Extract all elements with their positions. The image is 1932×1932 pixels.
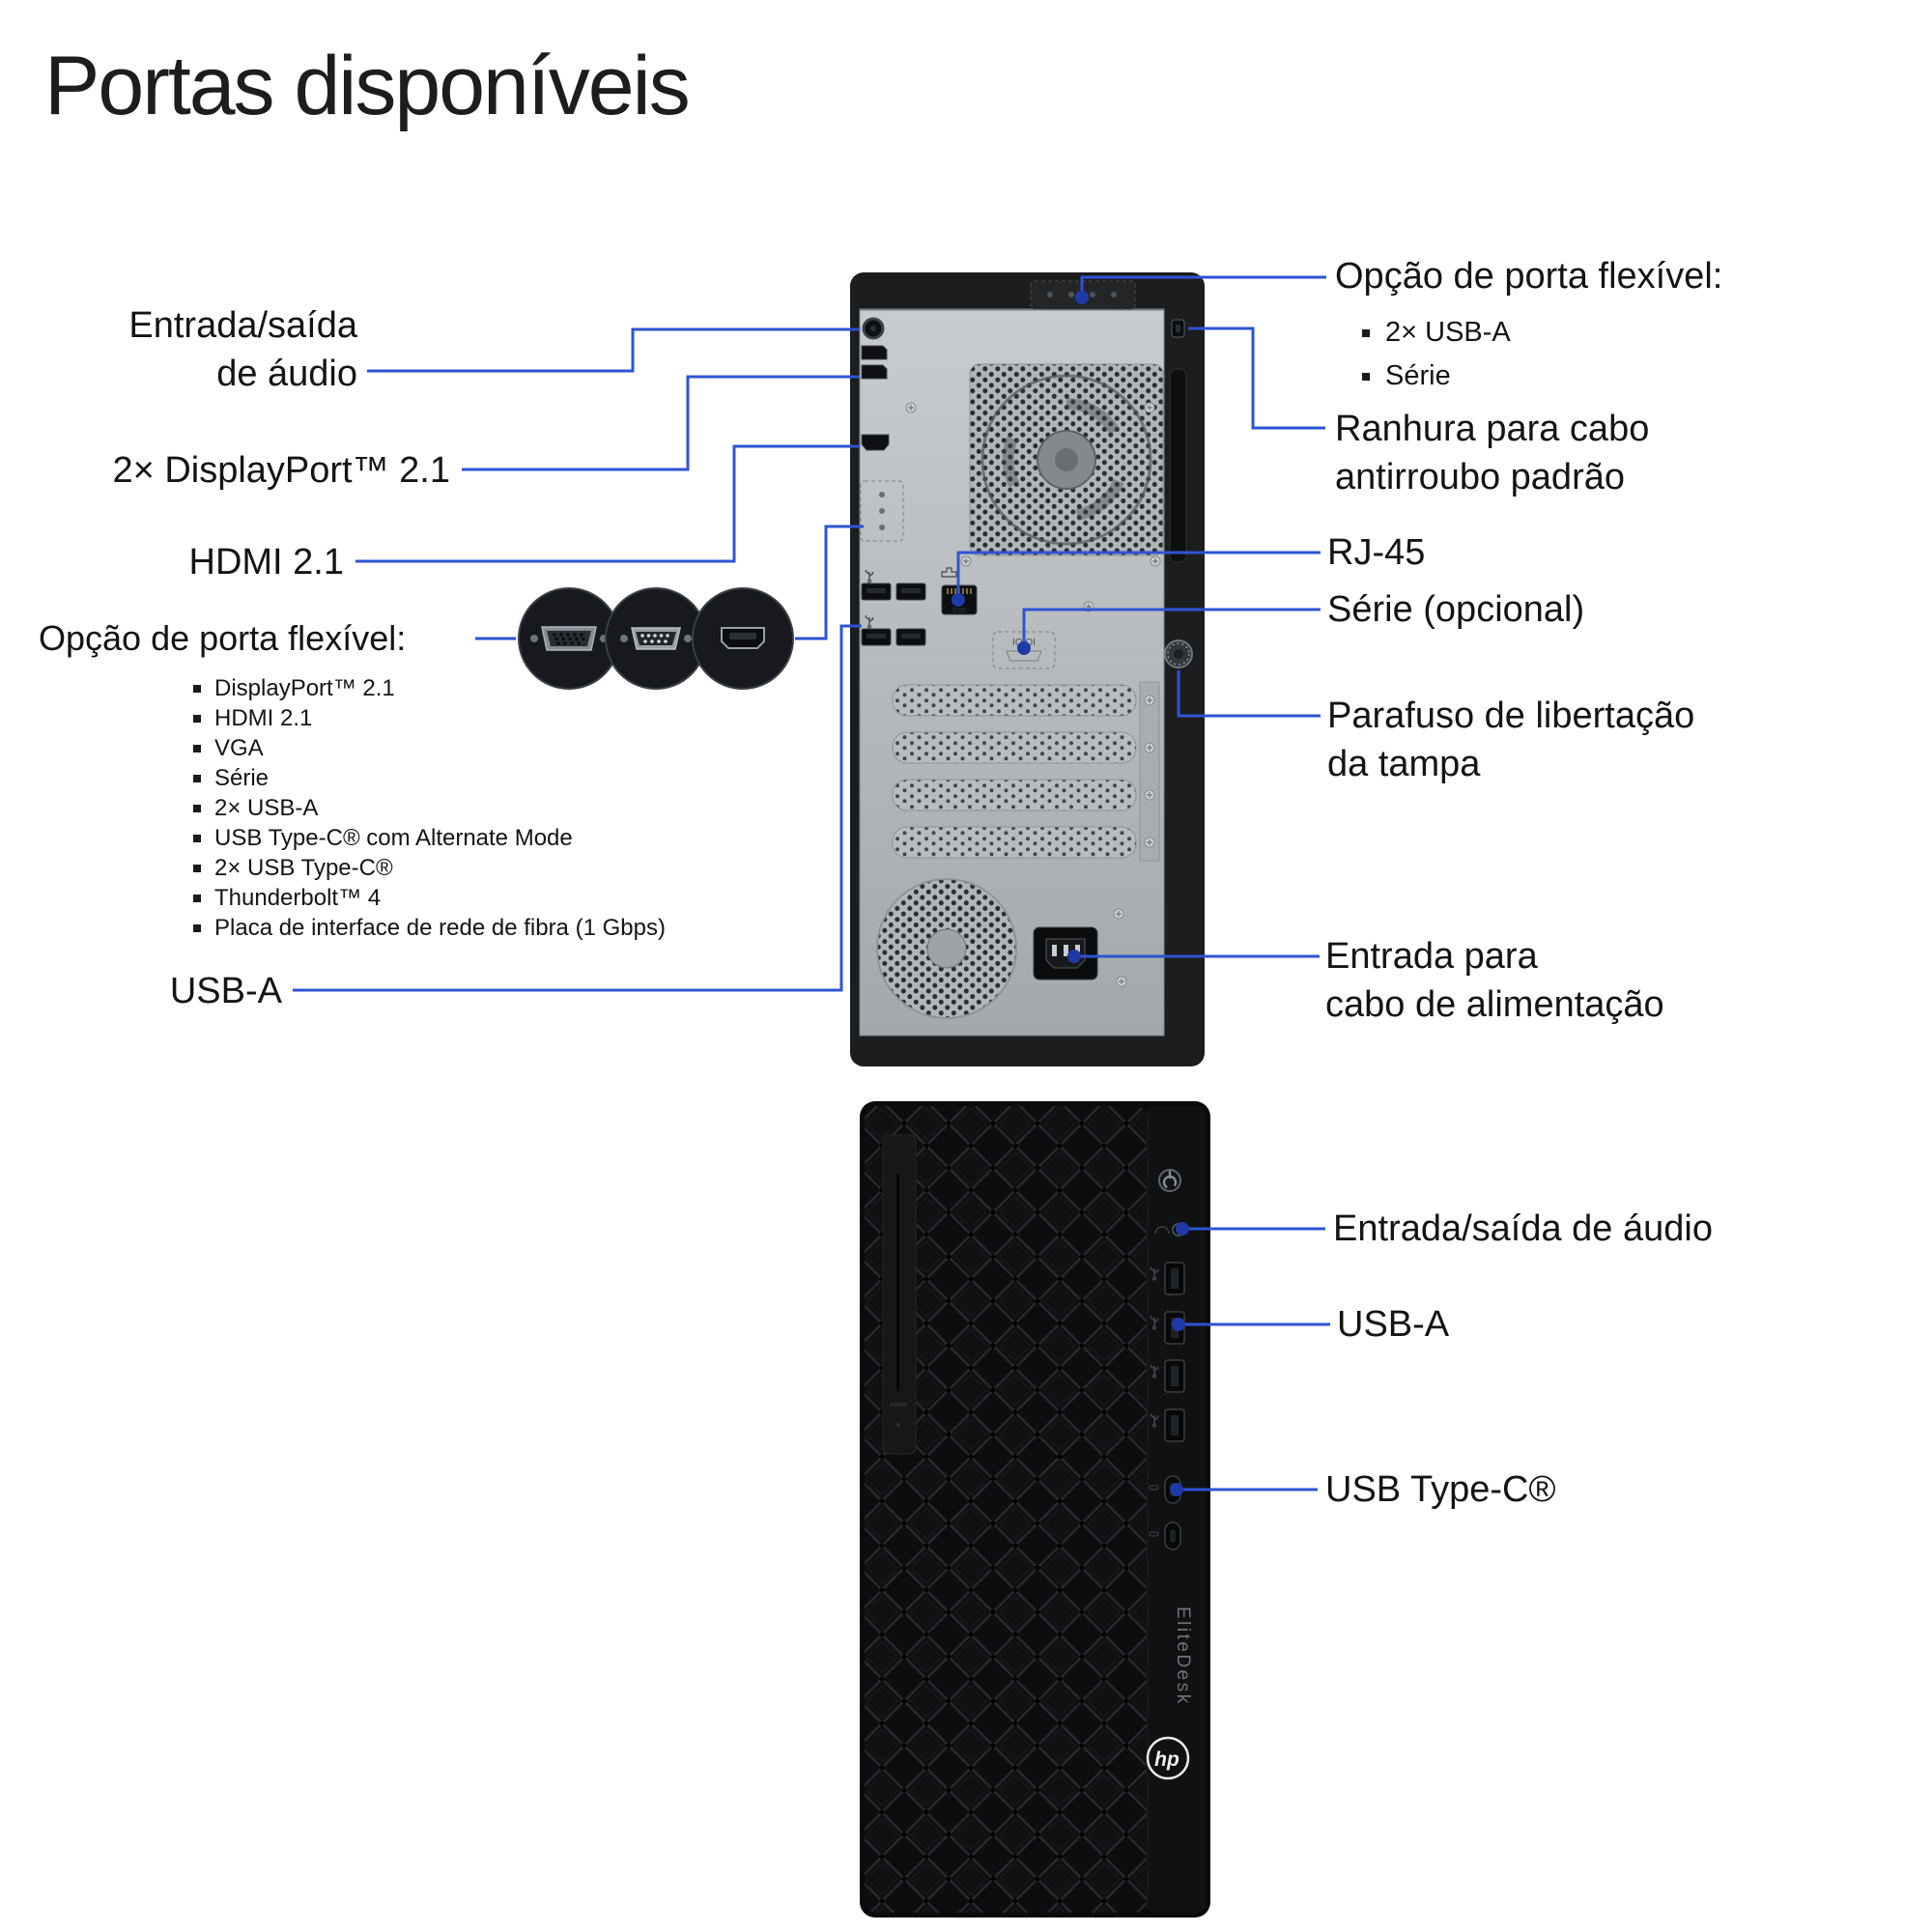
label-rear-usba: USB-A (169, 971, 282, 1011)
list-item: Placa de interface de rede de fibra (1 G… (193, 913, 666, 943)
label-front-usbc: USB Type-C® (1325, 1469, 1556, 1510)
rear-fan-grille (969, 363, 1164, 556)
rear-side-latch (1169, 368, 1187, 563)
list-item: Série (1362, 355, 1722, 398)
front-optical-drive[interactable] (882, 1134, 917, 1455)
rear-lock-slot (1171, 319, 1185, 338)
list-item: 2× USB-A (193, 793, 666, 823)
list-item: Série (193, 763, 666, 793)
hdmi-port-icon (692, 587, 794, 690)
callout-line-rear-audio (367, 327, 860, 373)
rear-flex-port-plate (1030, 280, 1136, 310)
list-item: 2× USB Type-C® (193, 853, 666, 883)
power-button[interactable] (1158, 1169, 1181, 1192)
rear-expansion-slots (892, 681, 1160, 862)
front-port-column (1147, 1106, 1206, 1913)
flex-option-right-list: 2× USB-A Série (1335, 311, 1722, 398)
label-lock-slot: Ranhura para cabo antirroubo padrão (1335, 409, 1650, 497)
label-rear-hdmi: HDMI 2.1 (188, 542, 344, 582)
label-rear-displayport: 2× DisplayPort™ 2.1 (112, 450, 450, 491)
hp-logo-text: hp (1154, 1748, 1179, 1771)
label-cover-screw: Parafuso de libertação da tampa (1327, 696, 1695, 784)
flex-option-left-block: Opção de porta flexível: DisplayPort™ 2.… (39, 615, 666, 943)
list-item: 2× USB-A (1362, 311, 1722, 355)
page-title: Portas disponíveis (44, 40, 691, 132)
label-rj45: RJ-45 (1327, 532, 1426, 573)
callout-line-lock (1188, 327, 1325, 430)
label-front-audio: Entrada/saída de áudio (1333, 1208, 1713, 1249)
rear-hdmi-port (861, 434, 890, 451)
flex-option-left-list: DisplayPort™ 2.1 HDMI 2.1 VGA Série 2× U… (39, 673, 666, 943)
rear-displayport-ports (861, 345, 888, 380)
front-view-device: EliteDesk hp (860, 1101, 1210, 1918)
front-brand-text: EliteDesk (1173, 1606, 1193, 1706)
rear-cover-thumbscrew (1164, 639, 1193, 668)
flex-option-right-heading: Opção de porta flexível: (1335, 256, 1723, 297)
list-item: Thunderbolt™ 4 (193, 883, 666, 913)
label-power-inlet: Entrada para cabo de alimentação (1325, 936, 1664, 1025)
list-item: DisplayPort™ 2.1 (193, 673, 666, 703)
list-item: HDMI 2.1 (193, 703, 666, 733)
rear-flex-slot-plate (860, 480, 904, 542)
rear-psu-grille (876, 878, 1017, 1019)
rear-power-inlet (1033, 926, 1098, 980)
label-serial-optional: Série (opcional) (1327, 589, 1585, 630)
label-front-usba: USB-A (1337, 1304, 1450, 1345)
label-rear-audio: Entrada/saída de áudio (128, 305, 357, 394)
callout-line-displayport (462, 375, 860, 471)
rear-audio-jack (862, 317, 885, 340)
serial-port-marking: IOIOI (1012, 638, 1036, 648)
flex-option-left-heading: Opção de porta flexível: (39, 618, 407, 658)
front-quilt-panel (865, 1106, 1147, 1913)
hp-logo: hp (1146, 1736, 1190, 1780)
list-item: USB Type-C® com Alternate Mode (193, 823, 666, 853)
flex-option-right-block: Opção de porta flexível: 2× USB-A Série (1335, 253, 1722, 398)
list-item: VGA (193, 733, 666, 763)
rear-view-device: IOIOI (850, 272, 1205, 1066)
